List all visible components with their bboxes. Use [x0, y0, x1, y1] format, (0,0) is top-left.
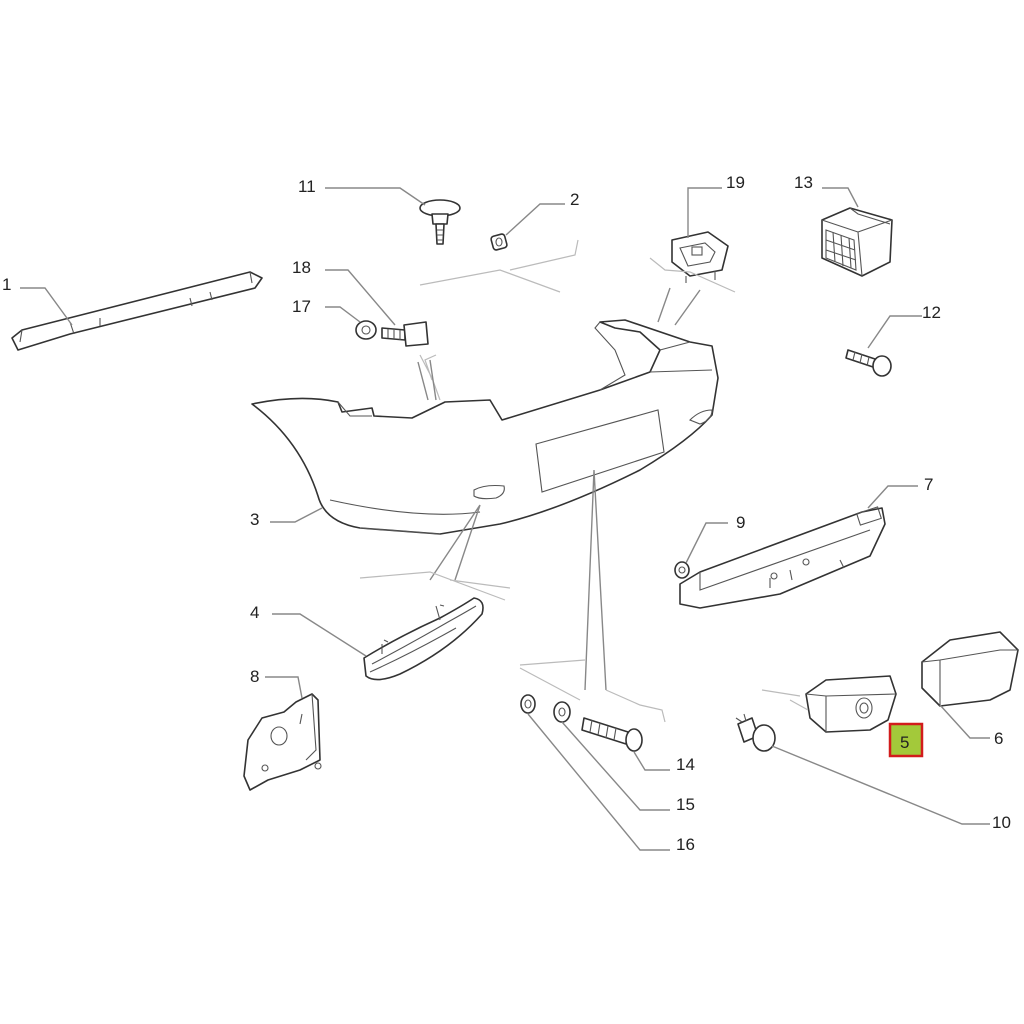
callout-5: 5 [900, 733, 909, 752]
leader-19 [687, 187, 722, 238]
part-13-vent-grille [821, 207, 893, 277]
leader-6 [939, 704, 990, 739]
leader-9 [685, 522, 728, 564]
part-15-washer [553, 701, 571, 723]
callout-11: 11 [298, 177, 316, 196]
leader-7 [867, 485, 918, 509]
callout-3: 3 [250, 510, 259, 529]
callout-2: 2 [570, 190, 579, 209]
leader-bumper-down [584, 469, 607, 691]
part-1-reinforcement-bar [11, 271, 263, 351]
callout-13: 13 [794, 173, 813, 192]
part-14-screw [581, 717, 643, 752]
part-12-bolt [845, 349, 892, 377]
part-5-lamp-housing [805, 675, 897, 733]
part-2-clip-nut [490, 233, 508, 251]
leader-4 [272, 613, 367, 657]
part-9-small-nut [674, 561, 690, 579]
leader-13 [822, 187, 859, 208]
leader-8 [265, 676, 303, 699]
callout-18: 18 [292, 258, 311, 277]
callout-9: 9 [736, 513, 745, 532]
callout-6: 6 [994, 729, 1003, 748]
callout-17: 17 [292, 297, 311, 316]
callout-15: 15 [676, 795, 695, 814]
leader-hanger-3b [657, 287, 701, 326]
leader-11 [325, 187, 426, 206]
callout-4: 4 [250, 603, 259, 622]
leader-12 [867, 315, 922, 349]
part-16-washer [520, 694, 536, 714]
leader-18 [325, 269, 396, 326]
part-3-bumper-shell [251, 319, 719, 535]
part-17-nut [355, 320, 377, 340]
leader-4-up [429, 504, 481, 581]
callout-1: 1 [2, 275, 11, 294]
leader-1 [20, 287, 73, 326]
callout-7: 7 [924, 475, 933, 494]
part-4-reflector [363, 597, 484, 681]
leader-10 [771, 745, 990, 825]
part-18-screw [381, 321, 429, 347]
callout-8: 8 [250, 667, 259, 686]
callout-5-highlight[interactable]: 5 [888, 722, 924, 758]
callout-14: 14 [676, 755, 695, 774]
part-6-end-cap [921, 631, 1019, 707]
part-8-bracket-plate [243, 693, 322, 791]
ghost-lines-2 [419, 239, 579, 293]
leader-14 [633, 751, 670, 771]
leader-hanger-3a [417, 359, 437, 401]
part-11-push-pin [419, 199, 461, 245]
ghost-lines-5 [761, 689, 809, 711]
leader-2 [505, 203, 565, 236]
ghost-lines-bottom [519, 659, 666, 723]
callout-10: 10 [992, 813, 1011, 832]
part-19-bracket-clip [671, 231, 729, 283]
callout-19: 19 [726, 173, 745, 192]
part-10-plug-clip [735, 713, 776, 752]
leader-3 [270, 507, 323, 523]
callout-16: 16 [676, 835, 695, 854]
ghost-lines-19 [649, 257, 736, 293]
ghost-lines-4 [359, 571, 511, 601]
leader-17 [325, 306, 361, 323]
part-7-mounting-bracket [679, 506, 886, 609]
leader-15 [561, 721, 670, 811]
callout-12: 12 [922, 303, 941, 322]
leader-16 [527, 713, 670, 851]
highlight-box [888, 722, 924, 758]
